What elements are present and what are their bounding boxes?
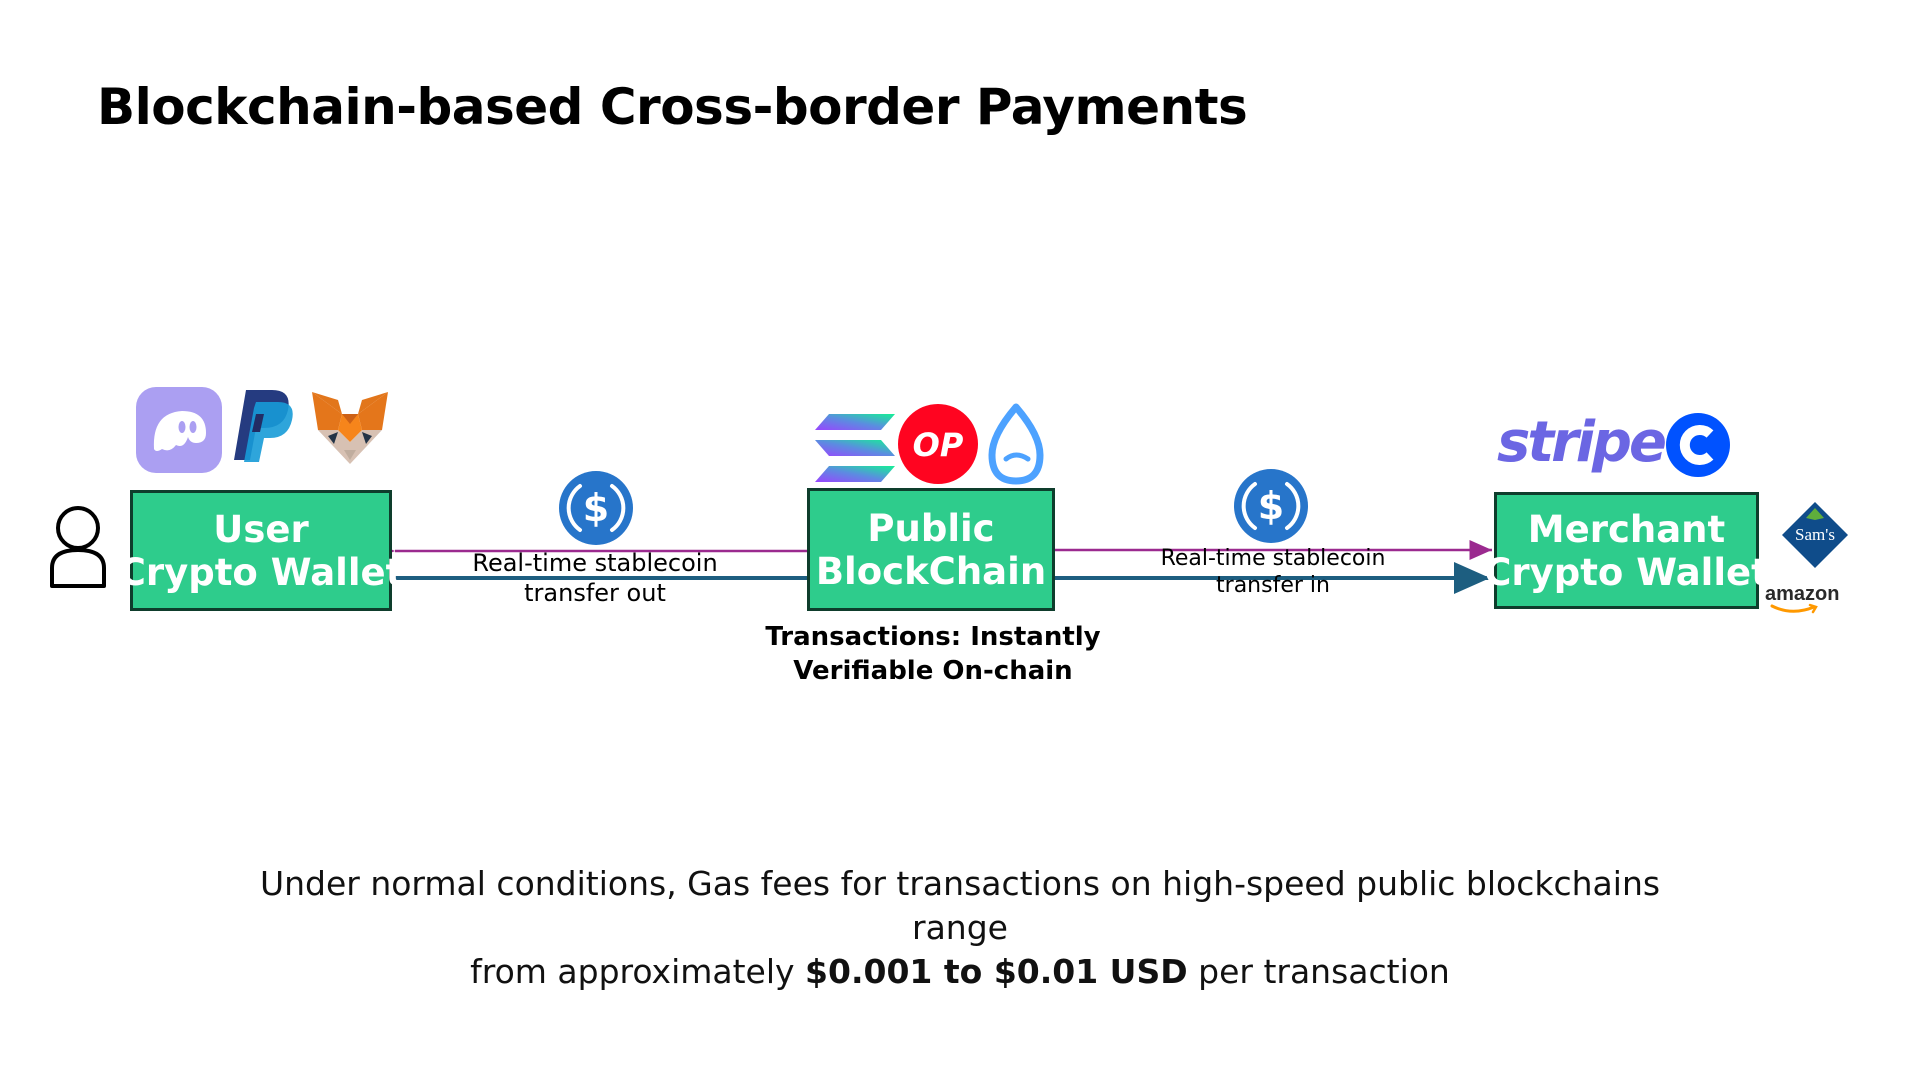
amazon-smile-icon (1770, 603, 1818, 614)
metamask-icon (312, 392, 388, 464)
sams-club-icon: Sam's (1782, 502, 1848, 568)
gas-fee-note: Under normal conditions, Gas fees for tr… (210, 862, 1710, 994)
node-subtitle: Crypto Wallet (118, 550, 404, 594)
svg-text:$: $ (583, 486, 609, 530)
phantom-icon (136, 387, 222, 473)
public-blockchain-node: Public BlockChain (807, 488, 1055, 611)
usdc-icon: $ (1234, 469, 1308, 543)
merchant-wallet-node: Merchant Crypto Wallet (1484, 492, 1769, 609)
optimism-icon: OP (898, 404, 978, 484)
node-title: User (213, 507, 309, 551)
node-subtitle: BlockChain (815, 549, 1047, 593)
op-text: OP (913, 426, 964, 464)
coinbase-icon (1666, 413, 1730, 477)
node-title: Merchant (1527, 507, 1726, 551)
sui-icon (988, 403, 1044, 485)
usdc-icon: $ (559, 471, 633, 545)
node-title: Public (867, 506, 995, 550)
transfer-in-label: Real-time stablecoin transfer in (1160, 546, 1386, 598)
solana-icon (815, 414, 895, 482)
page-title: Blockchain-based Cross-border Payments (97, 78, 1248, 136)
transfer-out-label: Real-time stablecoin transfer out (472, 549, 718, 607)
svg-text:$: $ (1258, 484, 1284, 528)
gas-fee-note-line1: Under normal conditions, Gas fees for tr… (259, 864, 1661, 947)
node-subtitle: Crypto Wallet (1484, 550, 1769, 594)
amazon-logo: amazon (1765, 583, 1840, 605)
person-icon (50, 506, 106, 588)
gas-fee-note-line2: from approximately $0.001 to $0.01 USD p… (470, 952, 1450, 991)
sams-text: Sam's (1795, 525, 1835, 544)
paypal-icon (234, 390, 293, 462)
user-wallet-node: User Crypto Wallet (119, 490, 403, 611)
chain-caption: Transactions: Instantly Verifiable On-ch… (765, 622, 1101, 686)
stripe-logo: stripe (1497, 410, 1667, 475)
